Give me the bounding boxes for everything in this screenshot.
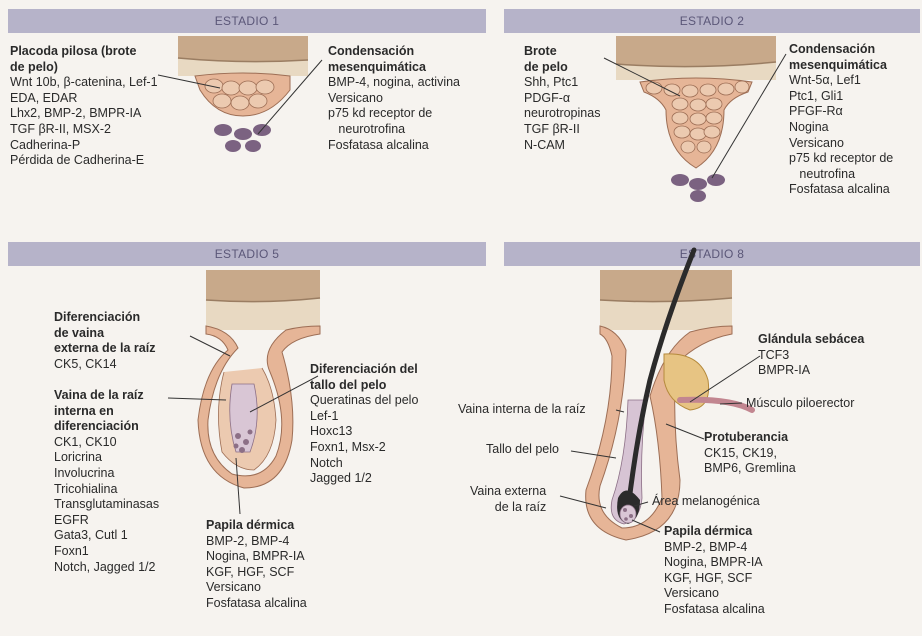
stage-8-papilla-title: Papila dérmica xyxy=(664,524,765,540)
list-item: Nogina, BMPR-IA xyxy=(664,555,765,571)
stage-8-outer-sheath-text: Vaina externa de la raíz xyxy=(470,484,546,515)
list-item: Fosfatasa alcalina xyxy=(664,602,765,618)
stage-8-melanogenic-label: Área melanogénica xyxy=(652,494,760,508)
stage-8-bulge-text: Protuberancia CK15, CK19, BMP6, Gremlina xyxy=(704,430,796,477)
stage-8-gland-text: Glándula sebácea TCF3 BMPR-IA xyxy=(758,332,864,379)
stage-8-shaft-label: Tallo del pelo xyxy=(486,442,559,456)
stage-8-bulge-title: Protuberancia xyxy=(704,430,796,446)
stage-8-outer-sheath-label-2: de la raíz xyxy=(470,500,546,516)
list-item: CK15, CK19, xyxy=(704,446,796,462)
list-item: BMPR-IA xyxy=(758,363,864,379)
list-item: KGF, HGF, SCF xyxy=(664,571,765,587)
list-item: Versicano xyxy=(664,586,765,602)
stage-8-papilla-text: Papila dérmica BMP-2, BMP-4 Nogina, BMPR… xyxy=(664,524,765,618)
stage-8-outer-sheath-label: Vaina externa xyxy=(470,484,546,500)
list-item: BMP-2, BMP-4 xyxy=(664,540,765,556)
list-item: BMP6, Gremlina xyxy=(704,461,796,477)
list-item: TCF3 xyxy=(758,348,864,364)
stage-8-inner-sheath-label: Vaina interna de la raíz xyxy=(458,402,586,416)
stage-8-muscle-label: Músculo piloerector xyxy=(746,396,854,410)
stage-8-gland-title: Glándula sebácea xyxy=(758,332,864,348)
